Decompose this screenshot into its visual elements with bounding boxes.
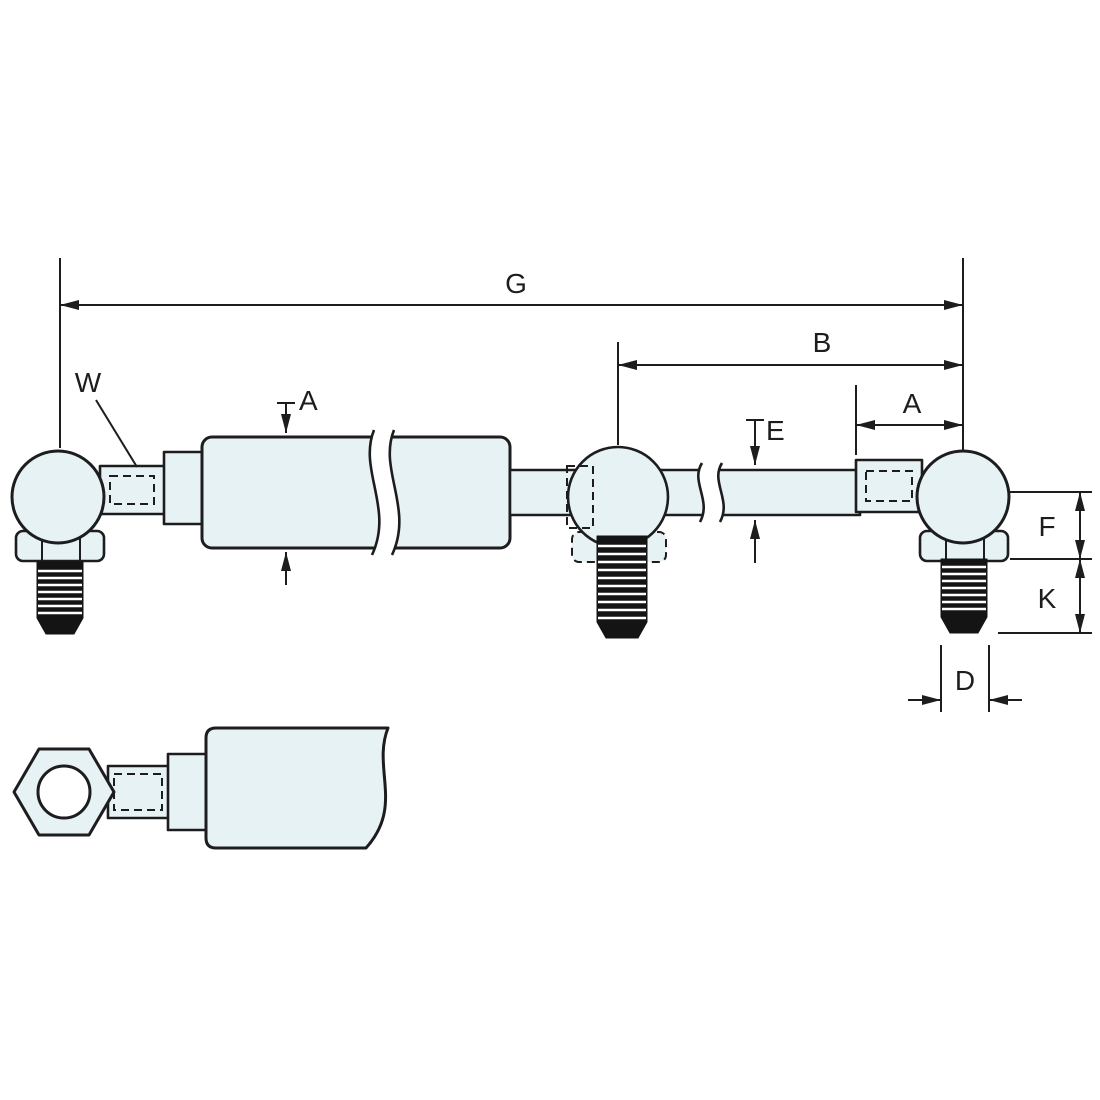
left-socket-hidden-thread [109,475,155,505]
piston-rod [508,468,862,517]
middle-ball-socket [566,445,670,549]
dim-label-b: B [813,327,832,358]
dimension-annotations: G B A W A E F K D [59,258,1092,712]
left-ball-socket [10,449,106,545]
dim-label-e: E [766,415,785,446]
rod-break-line-left [696,462,706,523]
cylinder-body [200,435,512,550]
dim-w-leader [95,399,138,468]
left-collar [162,450,208,526]
middle-stud-threads [598,544,646,620]
dim-label-d: D [955,665,975,696]
dim-label-k: K [1038,583,1057,614]
end-fitting-detail-view [12,726,390,850]
right-stud-threads [942,565,986,611]
dim-label-g: G [505,268,527,299]
rod-break-line-right [716,462,726,523]
middle-socket-hidden-thread [566,465,594,529]
dim-label-a-right: A [903,388,922,419]
cylinder-break-line-left [368,429,381,556]
right-socket-hidden-thread [865,470,913,502]
left-stud-threads [38,569,82,615]
cylinder-break-line-right [388,429,401,556]
dim-label-w: W [75,367,102,398]
detail-cylinder [204,726,390,850]
cylinder-break-gap [369,430,400,555]
dim-label-a-left: A [299,385,318,416]
detail-collar [166,752,210,832]
main-side-view [10,429,1011,639]
dim-label-f: F [1038,511,1055,542]
detail-ball-hole [36,764,92,820]
right-ball-socket [915,449,1011,545]
